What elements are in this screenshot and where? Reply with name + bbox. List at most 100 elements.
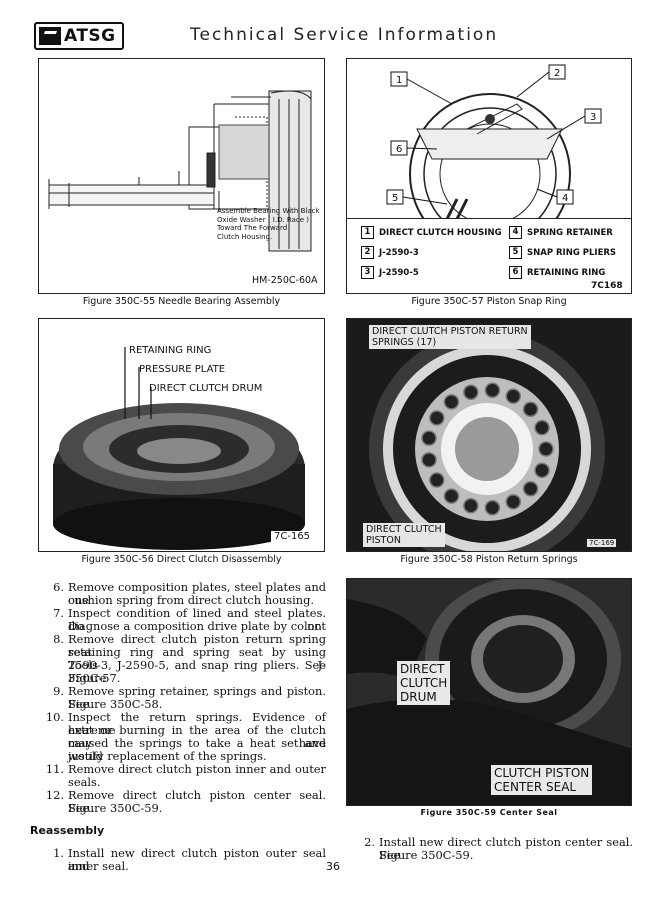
spring-icon (443, 488, 460, 504)
step-text-line: retaining ring and spring seat by using … (68, 645, 326, 672)
step-number: 8. (53, 632, 64, 646)
callout-number: 5 (392, 193, 398, 204)
label-line: CLUTCH PISTON (494, 766, 590, 780)
spring-icon (522, 401, 539, 418)
return-springs-photo (369, 331, 605, 551)
figure-piston-return-springs: DIRECT CLUTCH PISTON RETURN SPRINGS (17)… (346, 318, 632, 552)
step-number: 12. (45, 788, 64, 802)
legend-item: 5 SNAP RING PLIERS (509, 246, 616, 259)
legend-number: 1 (361, 226, 374, 239)
spring-icon (505, 388, 522, 404)
step-text-line: caused the springs to take a heat set an… (68, 736, 326, 763)
callout-number: 6 (396, 144, 402, 155)
spring-icon (421, 452, 437, 468)
step-text-line: Inspect condition of lined and steel pla… (68, 606, 326, 633)
spring-icon (463, 384, 479, 401)
legend-item: 6 RETAINING RING (509, 266, 605, 279)
step-text-line: cushion spring from direct clutch housin… (68, 593, 315, 607)
step-number: 9. (53, 684, 64, 698)
step-text-line: Figure 350C-59. (68, 801, 163, 815)
callout-number: 1 (396, 75, 402, 86)
label-retaining-ring: RETAINING RING (129, 345, 212, 356)
legend-item: 4 SPRING RETAINER (509, 226, 613, 239)
step-text-line: Figure 350C-58. (68, 697, 163, 711)
drum-labels: RETAINING RING PRESSURE PLATE DIRECT CLU… (129, 341, 262, 398)
logo-mark-icon (39, 27, 61, 45)
label-line: CENTER SEAL (494, 780, 577, 794)
figure-code: 7C168 (591, 281, 623, 291)
figure-caption: Figure 350C-56 Direct Clutch Disassembly (81, 554, 282, 565)
label-line: SPRINGS (17) (372, 337, 437, 348)
spring-icon (429, 410, 445, 426)
callout-number: 2 (554, 68, 560, 79)
spring-icon (484, 382, 501, 399)
step-text-line: Remove composition plates, steel plates … (68, 580, 326, 607)
page-number: 36 (326, 860, 340, 873)
legend-text: J-2590-3 (379, 247, 419, 258)
legend-text: DIRECT CLUTCH HOUSING (379, 227, 502, 238)
spring-icon (538, 441, 554, 457)
step-text-line: 2590-3, J-2590-5, and snap ring pliers. … (68, 658, 326, 685)
section-heading: Reassembly (30, 824, 105, 837)
spring-icon (484, 499, 501, 516)
page-title: Technical Service Information (190, 25, 499, 45)
figure-caption: Figure 350C-58 Piston Return Springs (400, 554, 578, 565)
step-number: 2. (364, 835, 375, 849)
spring-icon (421, 430, 437, 446)
step-number: 7. (53, 606, 64, 620)
legend-number: 6 (509, 266, 522, 279)
callout-number: 3 (590, 112, 596, 123)
label-pressure-plate: PRESSURE PLATE (139, 364, 226, 375)
legend-number: 2 (361, 246, 374, 259)
step-text-line: Inspect the return springs. Evidence of … (68, 710, 326, 737)
figure-caption: Figure 350C-59 Center Seal (420, 808, 558, 817)
bearing-callout: Assemble Bearing With Black Oxide Washer… (217, 207, 320, 241)
callout-line: Assemble Bearing With Black (217, 207, 320, 215)
clutch-drum-photo (53, 347, 305, 550)
spring-icon (522, 480, 539, 497)
step-text-line: Install new direct clutch piston center … (379, 835, 633, 862)
step-number: 10. (45, 710, 64, 724)
label-line: PISTON (366, 535, 401, 546)
figure-caption: Figure 350C-57 Piston Snap Ring (411, 296, 567, 307)
label-center-seal: CLUTCH PISTON CENTER SEAL (491, 765, 593, 795)
step-text-line: justify replacement of the springs. (68, 749, 267, 763)
legend-number: 4 (509, 226, 522, 239)
step-number: 1. (53, 846, 64, 860)
step-text-line: Install new direct clutch piston outer s… (68, 846, 326, 873)
legend-number: 3 (361, 266, 374, 279)
step-number: 11. (45, 762, 64, 776)
label-line: DIRECT CLUTCH PISTON RETURN (372, 326, 528, 337)
label-direct-clutch-drum: DIRECT CLUTCH DRUM (397, 661, 451, 705)
legend-number: 5 (509, 246, 522, 259)
step-text-line: Remove direct clutch piston inner and ou… (68, 762, 326, 776)
spring-icon (429, 472, 445, 488)
figure-center-seal: DIRECT CLUTCH DRUM CLUTCH PISTON CENTER … (346, 578, 632, 806)
figure-direct-clutch-disassembly: RETAINING RING PRESSURE PLATE DIRECT CLU… (38, 318, 325, 552)
legend-item: 3 J-2590-5 (361, 266, 419, 279)
figure-caption: Figure 350C-55 Needle Bearing Assembly (82, 296, 281, 307)
figure-code: 7C-169 (587, 539, 617, 547)
label-line: DIRECT (400, 662, 445, 676)
step-number: 6. (53, 580, 64, 594)
label-line: DRUM (400, 690, 437, 704)
label-direct-clutch-drum: DIRECT CLUTCH DRUM (149, 383, 263, 394)
legend-divider (347, 218, 631, 219)
step-text-line: Remove spring retainer, springs and pist… (68, 684, 326, 711)
callout-line: Toward The Forward (217, 224, 288, 232)
legend-text: RETAINING RING (527, 267, 606, 278)
label-return-springs: DIRECT CLUTCH PISTON RETURN SPRINGS (17) (369, 325, 531, 349)
step-text-line: inner seal. (68, 859, 129, 873)
step-text-line: seals. (68, 775, 101, 789)
spring-icon (534, 419, 550, 436)
legend-text: SNAP RING PLIERS (527, 247, 617, 258)
needle-bearing-drawing (48, 90, 312, 252)
legend-item: 1 DIRECT CLUTCH HOUSING (361, 226, 502, 239)
label-line: DIRECT CLUTCH (366, 524, 442, 535)
legend-text: SPRING RETAINER (527, 227, 613, 238)
step-text-line: Figure 350C-59. (379, 848, 474, 862)
legend-text: J-2590-5 (379, 267, 419, 278)
step-text-line: heat or burning in the area of the clutc… (68, 723, 326, 750)
spring-icon (443, 394, 460, 410)
